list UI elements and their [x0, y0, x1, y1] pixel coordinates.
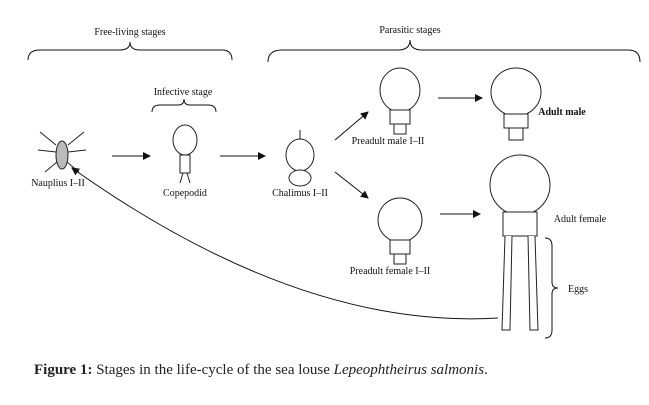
preadult-male-label: Preadult male I–II	[352, 136, 425, 147]
caption-species: Lepeophtheirus salmonis	[333, 362, 485, 378]
chalimus-label: Chalimus I–II	[272, 188, 328, 199]
caption-text: Stages in the life-cycle of the sea lous…	[96, 362, 330, 378]
arrow-chalimus-preadult-female	[334, 171, 369, 199]
arrows	[71, 94, 499, 320]
life-cycle-diagram: Free-living stages Parasitic stages Infe…	[27, 25, 641, 339]
copepodid-illustration	[172, 124, 198, 184]
caption-label: Figure 1:	[34, 362, 93, 378]
infective-brace	[151, 98, 217, 113]
free-living-brace	[27, 41, 233, 61]
nauplius-illustration	[37, 131, 87, 173]
chalimus-illustration	[285, 130, 315, 187]
eggs-label: Eggs	[568, 284, 588, 295]
free-living-label: Free-living stages	[94, 27, 165, 38]
preadult-female-label: Preadult female I–II	[350, 266, 431, 277]
copepodid-label: Copepodid	[163, 188, 207, 199]
arrow-eggs-nauplius	[71, 167, 499, 320]
parasitic-label: Parasitic stages	[379, 25, 440, 36]
adult-male-illustration	[490, 67, 542, 141]
preadult-male-illustration	[379, 67, 421, 135]
preadult-female-illustration	[377, 197, 423, 265]
nauplius-label: Nauplius I–II	[31, 178, 85, 189]
infective-label: Infective stage	[154, 87, 213, 98]
parasitic-brace	[267, 39, 641, 63]
eggs-bracket	[544, 237, 559, 339]
arrow-chalimus-preadult-male	[334, 111, 369, 141]
figure-caption: Figure 1: Stages in the life-cycle of th…	[34, 362, 488, 379]
caption-end: .	[484, 362, 488, 378]
adult-male-label: Adult male	[538, 107, 586, 118]
adult-female-illustration	[489, 154, 551, 331]
adult-female-label: Adult female	[554, 214, 607, 225]
